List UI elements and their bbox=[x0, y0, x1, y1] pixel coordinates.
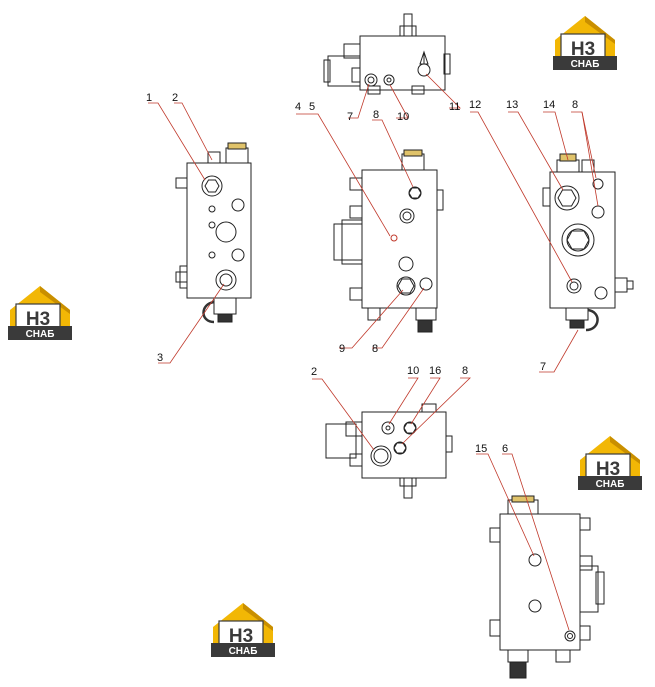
logo-right-middle: H3 СНАБ bbox=[577, 435, 643, 491]
callout-15: 15 bbox=[475, 443, 487, 455]
center-view bbox=[333, 149, 444, 333]
callout-8-center: 8 bbox=[373, 109, 379, 121]
callout-1: 1 bbox=[146, 92, 152, 104]
callout-10-top: 10 bbox=[397, 111, 409, 123]
callout-13: 13 bbox=[506, 99, 518, 111]
logo-caption: СНАБ bbox=[26, 329, 55, 340]
callout-12: 12 bbox=[469, 99, 481, 111]
callout-7-right: 7 bbox=[540, 361, 546, 373]
callout-4: 4 bbox=[295, 101, 301, 113]
callout-8-bottom: 8 bbox=[462, 365, 468, 377]
callout-11: 11 bbox=[449, 101, 460, 113]
logo-caption: СНАБ bbox=[229, 646, 258, 657]
callout-2-bottom: 2 bbox=[311, 366, 317, 378]
bottom-right-view bbox=[489, 495, 605, 679]
callout-3: 3 bbox=[157, 352, 163, 364]
callout-labels: 1 2 3 4 5 7 10 11 8 9 8 12 13 14 8 7 2 1… bbox=[146, 92, 578, 455]
logo-left: H3 СНАБ bbox=[7, 285, 73, 341]
callout-5: 5 bbox=[309, 101, 315, 113]
logo-mark: H3 bbox=[26, 309, 50, 330]
bottom-center-view bbox=[325, 403, 453, 499]
logo-caption: СНАБ bbox=[571, 59, 600, 70]
top-view bbox=[323, 13, 451, 95]
logo-caption: СНАБ bbox=[596, 479, 625, 490]
callout-7-top: 7 bbox=[347, 111, 353, 123]
callout-14: 14 bbox=[543, 99, 555, 111]
logo-mark: H3 bbox=[596, 459, 620, 480]
logo-top-right: H3 СНАБ bbox=[552, 15, 618, 71]
callout-9: 9 bbox=[339, 343, 345, 355]
logo-bottom: H3 СНАБ bbox=[210, 602, 276, 658]
callout-2: 2 bbox=[172, 92, 178, 104]
leader-lines bbox=[148, 73, 599, 631]
callout-6: 6 bbox=[502, 443, 508, 455]
logo-mark: H3 bbox=[229, 626, 253, 647]
callout-8-center-bottom: 8 bbox=[372, 343, 378, 355]
callout-8-right: 8 bbox=[572, 99, 578, 111]
logo-mark: H3 bbox=[571, 39, 595, 60]
left-view bbox=[175, 142, 252, 324]
right-view bbox=[542, 153, 634, 332]
callout-10-bottom: 10 bbox=[407, 365, 419, 377]
callout-16: 16 bbox=[429, 365, 441, 377]
